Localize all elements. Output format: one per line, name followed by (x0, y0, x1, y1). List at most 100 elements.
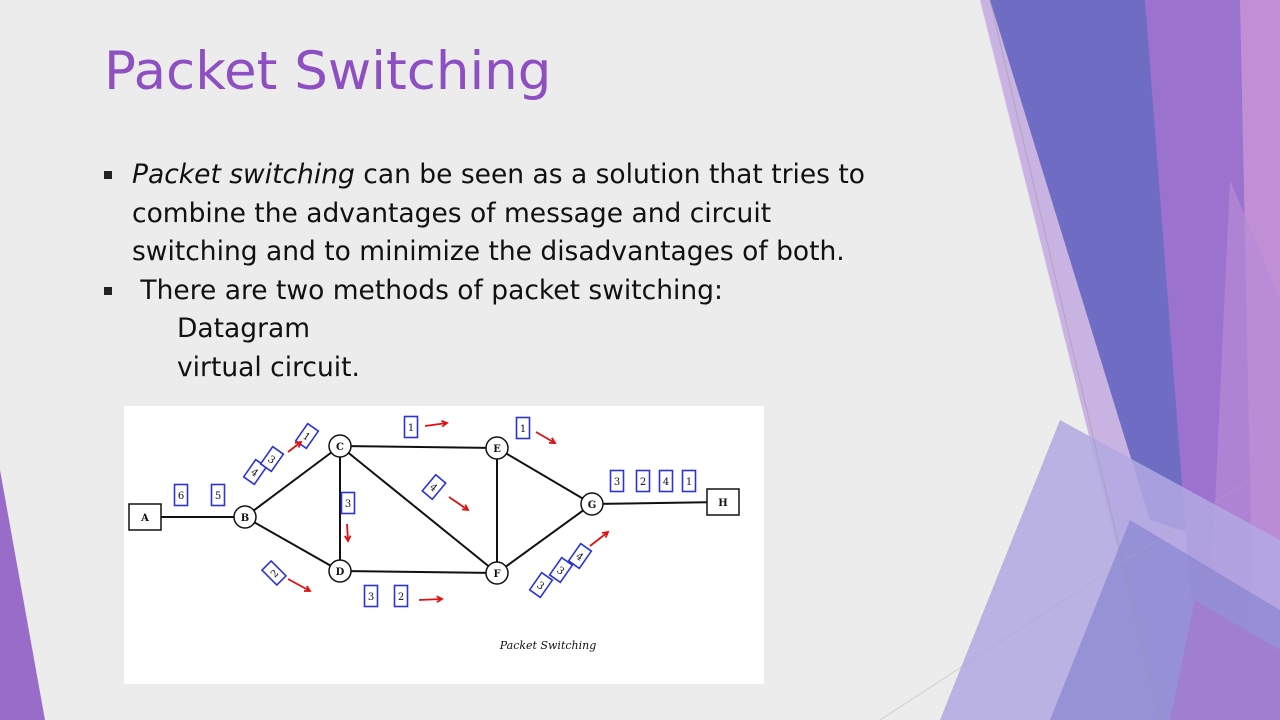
link-b-c (244, 445, 341, 518)
method-item: Datagram (177, 313, 311, 344)
node-g: G (580, 492, 604, 516)
link-c-f (339, 445, 498, 574)
packet-g-h: 1 (681, 469, 697, 493)
packet-number: 4 (427, 482, 439, 495)
bottom-decor-purple (1170, 600, 1280, 720)
link-c-e (339, 445, 498, 449)
packet-number: 3 (265, 454, 277, 467)
packet-number: 4 (663, 477, 669, 488)
packet-d-f: 3 (363, 584, 379, 608)
packet-g-h: 2 (635, 469, 651, 493)
node-label: B (241, 513, 249, 524)
right-decor-blue (990, 0, 1195, 535)
emphasis-text: Packet switching (132, 159, 355, 190)
direction-arrow (287, 441, 302, 453)
direction-arrow (589, 531, 609, 547)
packet-number: 3 (614, 477, 620, 488)
router-circle (580, 492, 604, 516)
packet-number: 3 (534, 580, 546, 593)
slide-title: Packet Switching (104, 41, 552, 102)
packet-c-d: 3 (340, 491, 356, 515)
packet-number: 6 (178, 491, 184, 502)
router-circle (485, 436, 509, 460)
packet-e-g: 1 (515, 416, 531, 440)
direction-arrow (346, 523, 349, 542)
node-f: F (485, 561, 509, 585)
arrow-head (548, 437, 557, 444)
packet-number: 3 (368, 592, 374, 603)
node-e: E (485, 436, 509, 460)
packet-number: 3 (345, 499, 351, 510)
link-b-d (244, 516, 341, 572)
direction-arrow (287, 578, 311, 592)
link-d-f (339, 570, 498, 574)
node-c: C (328, 434, 352, 458)
direction-arrow (418, 598, 443, 601)
bullet-item: Packet switching can be seen as a soluti… (104, 156, 984, 272)
packet-f-g: 4 (567, 542, 593, 570)
node-h: H (706, 488, 740, 516)
packet-a-b: 5 (210, 483, 226, 507)
bullet-text: There are two methods of packet switchin… (132, 274, 723, 306)
bullet-text: switching and to minimize the disadvanta… (132, 236, 845, 267)
node-label: H (718, 498, 727, 509)
packet-number: 4 (573, 551, 585, 564)
direction-arrow (535, 431, 556, 444)
node-label: A (140, 513, 149, 524)
node-a: A (128, 503, 162, 531)
node-label: E (493, 444, 501, 455)
link-e-g (496, 447, 593, 505)
packet-d-f: 2 (393, 584, 409, 608)
direction-arrow (448, 496, 469, 511)
direction-arrow (424, 422, 448, 427)
packet-number: 2 (640, 477, 646, 488)
packet-b-c: 3 (259, 445, 285, 473)
packet-number: 1 (520, 424, 526, 435)
packet-c-e: 1 (403, 415, 419, 439)
decor-line (989, 0, 1161, 720)
bullet-icon (104, 171, 112, 179)
bullet-text: combine the advantages of message and ci… (132, 197, 772, 229)
packet-b-d: 2 (260, 559, 288, 587)
link-g-h (591, 501, 724, 505)
bullet-item: There are two methods of packet switchin… (104, 272, 984, 388)
node-b: B (233, 505, 257, 529)
bullet-text: can be seen as a solution that tries to (354, 159, 865, 190)
packet-c-f: 4 (421, 473, 447, 501)
packet-number: 1 (408, 423, 414, 434)
router-circle (328, 434, 352, 458)
packet-a-b: 6 (173, 483, 189, 507)
packet-number: 5 (215, 491, 221, 502)
router-circle (485, 561, 509, 585)
packet-f-g: 3 (548, 556, 574, 584)
node-label: C (336, 442, 344, 453)
packet-number: 3 (554, 565, 566, 578)
arrow-head (303, 585, 312, 592)
bullet-icon (104, 286, 112, 295)
host-box (128, 503, 162, 531)
arrow-head (461, 504, 470, 512)
packet-number: 2 (398, 592, 404, 603)
router-circle (328, 559, 352, 583)
diagram-caption: Packet Switching (499, 639, 597, 652)
decor-line (879, 459, 1280, 720)
node-label: G (588, 500, 597, 511)
arrow-head (294, 440, 303, 448)
arrow-head (601, 530, 610, 538)
packet-number: 1 (300, 431, 312, 444)
packet-number: 1 (686, 477, 692, 488)
node-label: D (336, 567, 345, 578)
link-f-g (496, 503, 593, 574)
method-item: virtual circuit. (177, 351, 360, 383)
arrow-head (344, 535, 352, 543)
packet-g-h: 4 (658, 469, 674, 493)
arrow-head (436, 595, 444, 603)
node-label: F (493, 569, 500, 580)
node-d: D (328, 559, 352, 583)
arrow-head (441, 420, 449, 428)
packet-g-h: 3 (609, 469, 625, 493)
